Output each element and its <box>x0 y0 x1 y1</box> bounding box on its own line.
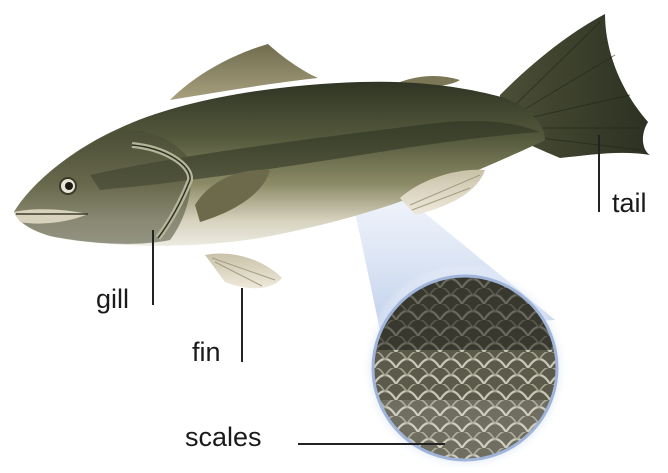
scales-label: scales <box>185 424 262 451</box>
fin-label: fin <box>192 339 221 366</box>
gill-label: gill <box>96 286 129 313</box>
pelvic-fin <box>205 254 282 289</box>
tail-label: tail <box>612 190 647 217</box>
